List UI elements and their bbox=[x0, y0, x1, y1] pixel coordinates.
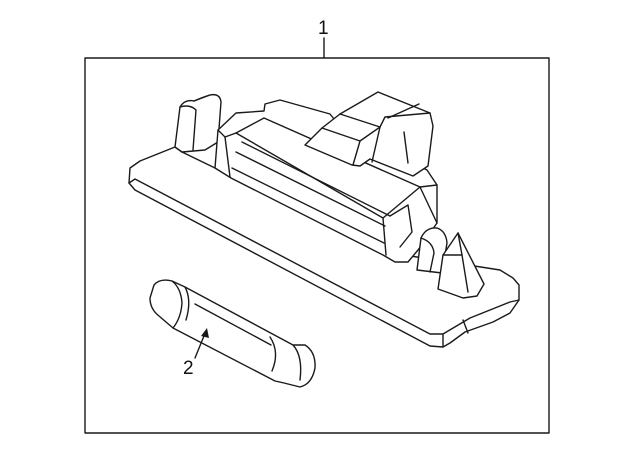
base-plate-notch bbox=[462, 319, 469, 334]
bulb-filament-line bbox=[194, 303, 272, 346]
lens-body-end-edge bbox=[382, 186, 421, 219]
left-clip-face bbox=[179, 105, 197, 151]
lens-ridge-2 bbox=[235, 151, 386, 227]
assembly-frame bbox=[84, 57, 550, 434]
bulb-base-end bbox=[292, 344, 302, 381]
callout-1-label: 1 bbox=[318, 18, 329, 39]
right-clip-face bbox=[420, 237, 435, 273]
connector-face-4 bbox=[359, 126, 381, 142]
connector-top-line bbox=[387, 103, 420, 119]
left-mount-clip bbox=[174, 93, 222, 153]
bulb-cap-ring bbox=[184, 286, 190, 321]
left-clip-top bbox=[193, 94, 211, 102]
lens-ridge-3 bbox=[231, 167, 385, 244]
connector-face-2 bbox=[379, 112, 431, 128]
lens-ridge-1 bbox=[241, 141, 391, 217]
bulb-body bbox=[149, 279, 316, 388]
callout-2-label: 2 bbox=[183, 358, 194, 379]
bulb bbox=[149, 279, 316, 388]
license-lamp-assembly bbox=[128, 91, 520, 348]
connector-side-line bbox=[403, 131, 409, 164]
bulb-base-ring bbox=[269, 336, 277, 372]
callout-2-arrowhead bbox=[201, 328, 209, 338]
lens-end-detail bbox=[389, 204, 413, 248]
lens-body-end-face bbox=[419, 186, 438, 224]
bulb-end-cap bbox=[171, 280, 183, 329]
